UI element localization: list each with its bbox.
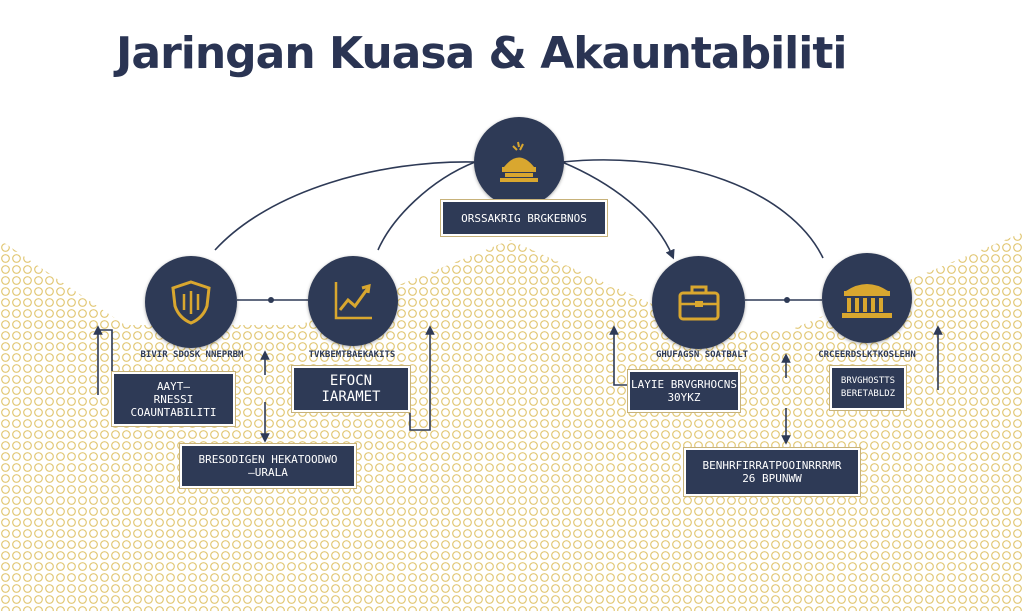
box-left-upper: AAYT– RNESSI COAUNTABILITI	[112, 372, 235, 426]
box-right-side-line-2: BERETABLDZ	[840, 389, 896, 399]
government-building-icon	[842, 284, 892, 318]
page-title: Jaringan Kuasa & Akauntabiliti	[116, 28, 847, 79]
node-briefcase	[652, 256, 745, 349]
box-center-left-line-1: EFOCN	[329, 373, 373, 389]
box-left-lower-line-1: BRESODIGEN HEKATOODWO	[198, 453, 338, 466]
caption-right-node: CRCEERDSLKTKOSLEHN	[818, 350, 916, 360]
node-shield	[145, 256, 237, 348]
box-left-upper-line-1: AAYT–	[156, 379, 191, 393]
box-left-lower-line-2: –URALA	[248, 466, 288, 479]
box-left-upper-line-3: COAUNTABILITI	[130, 405, 217, 419]
box-left-upper-line-2: RNESSI	[153, 392, 194, 406]
shield-icon	[171, 280, 211, 325]
box-center-left-line-2: IARAMET	[321, 389, 381, 405]
box-right-lower: BENHRFIRRATPOOINRRRMR 26 BPUNWW	[684, 448, 860, 496]
box-center-left: EFOCN IARAMET	[292, 366, 410, 412]
node-building	[822, 253, 912, 343]
box-right-upper: LAYIE BRVGRHOCNS 30YKZ	[628, 370, 740, 412]
box-right-side: BRVGHOSTTS BERETABLDZ	[830, 366, 906, 410]
caption-left-node: BIVIR SDOSK NNEPRBM	[140, 350, 244, 360]
box-right-upper-line-1: LAYIE BRVGRHOCNS	[631, 378, 737, 391]
zigzag-pattern-band	[0, 232, 1024, 611]
node-parliament	[474, 117, 564, 207]
caption-center-right-node: GHUFAGSN SOATBALT	[655, 350, 749, 360]
briefcase-icon	[678, 285, 719, 320]
node-chart	[308, 256, 398, 346]
box-right-upper-line-2: 30YKZ	[667, 391, 701, 404]
box-left-lower: BRESODIGEN HEKATOODWO –URALA	[180, 444, 356, 488]
parliament-dome-icon	[500, 141, 538, 182]
box-right-lower-line-1: BENHRFIRRATPOOINRRRMR	[702, 459, 842, 472]
growth-chart-icon	[334, 282, 372, 320]
box-right-lower-line-2: 26 BPUNWW	[742, 472, 802, 485]
box-center-top: ORSSAKRIG BRGKEBNOS	[441, 200, 607, 236]
caption-center-left-node: TVKBEMTBAEKAKITS	[308, 350, 396, 360]
box-center-top-line-1: ORSSAKRIG BRGKEBNOS	[461, 211, 587, 225]
box-right-side-line-1: BRVGHOSTTS	[840, 376, 896, 386]
